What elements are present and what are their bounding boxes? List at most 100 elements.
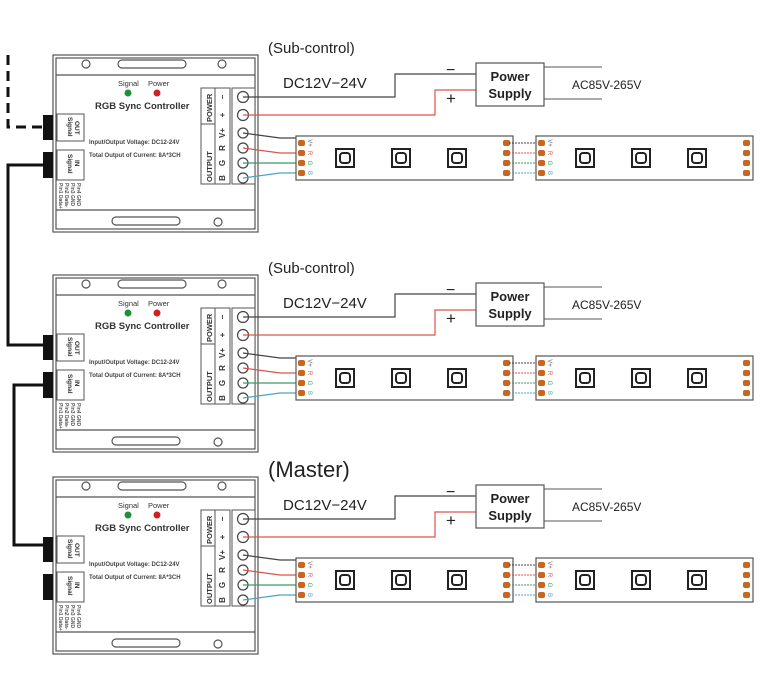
signal-in-connector[interactable] [43, 152, 53, 178]
strip-input-pad[interactable] [298, 360, 305, 366]
strip-input-pad[interactable] [298, 390, 305, 396]
strip-input-pad[interactable] [298, 572, 305, 578]
strip-output-pad[interactable] [503, 582, 510, 588]
strip-input-pad[interactable] [538, 170, 545, 176]
strip-input-pad[interactable] [538, 390, 545, 396]
terminal-label-g: G [218, 582, 227, 588]
strip-output-pad[interactable] [503, 140, 510, 146]
strip-input-pad[interactable] [538, 150, 545, 156]
strip-input-pad[interactable] [538, 160, 545, 166]
led-chip-icon [335, 148, 355, 168]
mount-slot-icon [117, 279, 187, 289]
strip-input-pad[interactable] [538, 582, 545, 588]
strip-output-pad[interactable] [503, 562, 510, 568]
signal-in-connector[interactable] [43, 574, 53, 600]
strip-output-pad[interactable] [503, 380, 510, 386]
strip-pad-label: G [306, 161, 312, 166]
strip-output-pad[interactable] [503, 592, 510, 598]
strip-pad-label: R [306, 573, 312, 578]
strip-output-pad[interactable] [743, 140, 750, 146]
strip-output-pad[interactable] [503, 370, 510, 376]
voltage-spec: Input/Output Voltage: DC12-24V [89, 360, 180, 366]
signal-cable-2-to-3 [12, 383, 43, 547]
positive-wire [243, 511, 476, 538]
mount-hole-icon [81, 279, 91, 289]
signal-cable-1-to-2 [6, 163, 43, 347]
terminal-label-vplus: V+ [218, 128, 227, 138]
strip-input-pad[interactable] [538, 380, 545, 386]
strip-input-pad[interactable] [298, 562, 305, 568]
led-chip-lens-icon [395, 574, 407, 586]
voltage-spec: Input/Output Voltage: DC12-24V [89, 140, 180, 146]
strip-input-pad[interactable] [298, 140, 305, 146]
signal-in-port-label-box [56, 571, 85, 603]
strip-input-pad[interactable] [538, 592, 545, 598]
signal-out-connector[interactable] [43, 537, 53, 562]
strip-input-pad[interactable] [538, 562, 545, 568]
strip-input-pad[interactable] [538, 370, 545, 376]
signal-in-connector[interactable] [43, 372, 53, 398]
strip-output-pad[interactable] [503, 572, 510, 578]
strip-output-pad[interactable] [743, 150, 750, 156]
pin-label: Pin4 GND [75, 605, 81, 628]
mount-slot-icon [111, 436, 181, 446]
strip-output-pad[interactable] [743, 572, 750, 578]
led-chip-lens-icon [451, 574, 463, 586]
strip-output-pad[interactable] [743, 360, 750, 366]
strip-output-pad[interactable] [503, 160, 510, 166]
strip-output-pad[interactable] [503, 390, 510, 396]
signal-out-connector[interactable] [43, 115, 53, 140]
mount-hole-icon [217, 279, 227, 289]
strip-input-pad[interactable] [298, 160, 305, 166]
strip-pad-label: G [546, 381, 552, 386]
strip-input-pad[interactable] [298, 380, 305, 386]
mount-slot-icon [111, 638, 181, 648]
strip-input-pad[interactable] [298, 592, 305, 598]
strip-input-pad[interactable] [538, 140, 545, 146]
led-chip-lens-icon [691, 574, 703, 586]
signal-in-port-label-box [56, 369, 85, 401]
strip-input-pad[interactable] [298, 370, 305, 376]
strip-input-pad[interactable] [298, 582, 305, 588]
strip-input-pad[interactable] [538, 572, 545, 578]
strip-output-pad[interactable] [503, 170, 510, 176]
led-chip-icon [447, 368, 467, 388]
led-chip-icon [687, 570, 707, 590]
strip-output-pad[interactable] [503, 150, 510, 156]
controller-title: RGB Sync Controller [95, 321, 190, 332]
led-chip-icon [447, 570, 467, 590]
strip-output-pad[interactable] [743, 160, 750, 166]
strip-input-pad[interactable] [298, 150, 305, 156]
strip-output-pad[interactable] [743, 592, 750, 598]
strip-output-pad[interactable] [743, 370, 750, 376]
mount-hole-icon [217, 481, 227, 491]
strip-output-pad[interactable] [743, 562, 750, 568]
pin-label: Pin1 Data+ [57, 183, 63, 209]
strip-input-pad[interactable] [298, 170, 305, 176]
strip-pad-label: B [306, 593, 312, 597]
strip-pad-label: V+ [306, 139, 312, 147]
strip-input-pad[interactable] [538, 360, 545, 366]
power-supply-box [475, 62, 545, 107]
strip-pad-label: R [546, 573, 552, 578]
terminal-label-r: R [218, 365, 227, 371]
terminal-label-g: G [218, 160, 227, 166]
strip-output-pad[interactable] [743, 390, 750, 396]
r-wire [242, 367, 300, 374]
led-chip-icon [447, 148, 467, 168]
strip-pad-label: R [546, 371, 552, 376]
rgb-sync-controller [52, 476, 259, 655]
signal-out-connector[interactable] [43, 335, 53, 360]
led-chip-icon [687, 148, 707, 168]
led-chip-lens-icon [395, 152, 407, 164]
strip-output-pad[interactable] [503, 360, 510, 366]
pin-label: Pin2 Data- [63, 403, 69, 428]
strip-output-pad[interactable] [743, 170, 750, 176]
strip-output-pad[interactable] [743, 582, 750, 588]
signal-in-label: Signal [66, 576, 73, 596]
strip-output-pad[interactable] [743, 380, 750, 386]
signal-out-label-2: OUT [73, 121, 80, 135]
led-chip-lens-icon [691, 152, 703, 164]
